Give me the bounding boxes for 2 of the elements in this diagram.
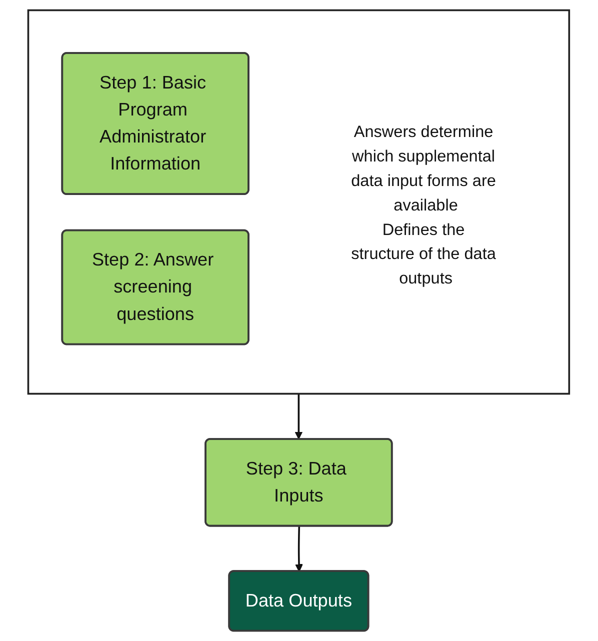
arrow [295, 526, 304, 572]
arrow [295, 394, 303, 440]
